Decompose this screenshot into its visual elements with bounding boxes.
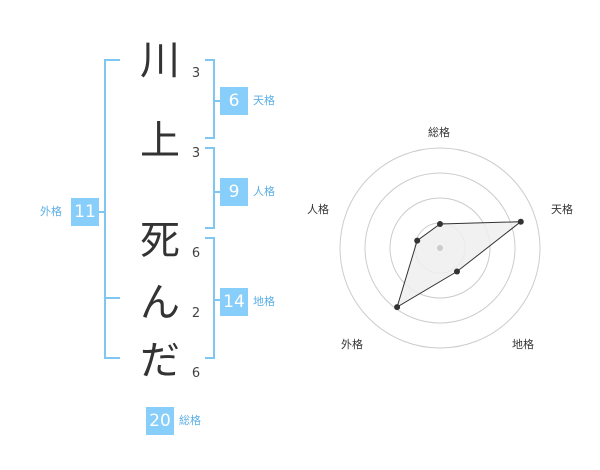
stroke-count-1: 3 — [191, 66, 201, 81]
radar-ring-3 — [364, 172, 516, 324]
radar-label-soukaku: 総格 — [428, 126, 450, 139]
tenkaku-label: 天格 — [253, 94, 275, 107]
radar-point-jinkaku — [414, 237, 421, 244]
stroke-count-5: 6 — [191, 366, 201, 381]
gaikaku-value: 11 — [71, 198, 99, 226]
name-char-5: だ — [140, 338, 180, 384]
stroke-count-2: 3 — [191, 146, 201, 161]
name-char-4: ん — [140, 280, 180, 326]
tenkaku-bracket — [205, 59, 215, 139]
radar-point-gaikaku — [394, 304, 401, 311]
stroke-count-4: 2 — [191, 306, 201, 321]
chikaku-value: 14 — [220, 288, 248, 316]
chikaku-bracket — [205, 237, 215, 359]
name-char-2: 上 — [140, 118, 180, 164]
name-char-1: 川 — [140, 38, 180, 84]
jinkaku-value: 9 — [220, 178, 248, 206]
jinkaku-label: 人格 — [253, 185, 275, 198]
tenkaku-value: 6 — [220, 87, 248, 115]
soukaku-label: 総格 — [179, 414, 201, 427]
chikaku-label: 地格 — [253, 295, 275, 308]
radar-label-gaikaku: 外格 — [341, 338, 363, 351]
soukaku-value: 20 — [146, 407, 174, 435]
gaikaku-bracket — [104, 59, 120, 359]
radar-point-soukaku — [437, 221, 443, 227]
radar-ring-2 — [389, 197, 491, 299]
radar-label-chikaku: 地格 — [512, 338, 534, 351]
radar-point-chikaku — [454, 268, 460, 275]
radar-label-tenkaku: 天格 — [551, 203, 573, 216]
jinkaku-bracket — [205, 147, 215, 229]
radar-ring-4 — [339, 147, 541, 349]
radar-point-tenkaku — [517, 218, 524, 225]
radar-polygon — [396, 221, 523, 309]
stroke-count-3: 6 — [191, 246, 201, 261]
radar-label-jinkaku: 人格 — [307, 203, 329, 216]
radar-center-dot — [437, 245, 443, 251]
name-char-3: 死 — [140, 218, 180, 264]
gaikaku-label: 外格 — [40, 205, 62, 218]
